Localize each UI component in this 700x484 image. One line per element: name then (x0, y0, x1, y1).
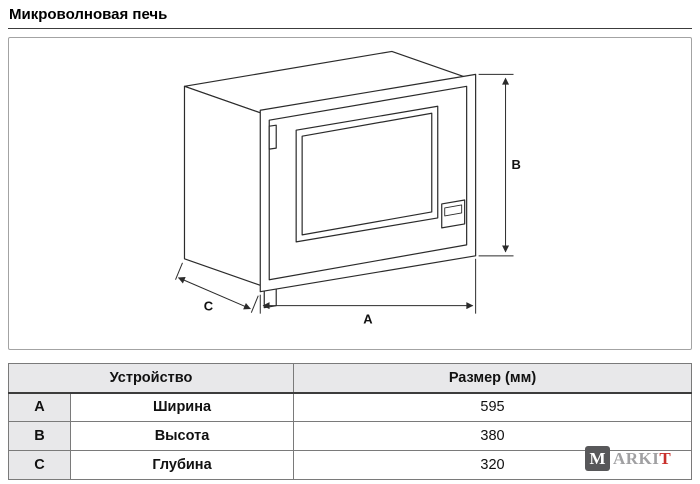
control-panel-display (444, 204, 463, 217)
dim-c-extension-front (250, 295, 259, 313)
row-name: Ширина (70, 392, 294, 422)
markit-logo-text-red: T (659, 448, 672, 468)
spec-table-header-row: Устройство Размер (мм) (8, 363, 692, 394)
front-frame-inner (268, 85, 468, 281)
door-window-inner (301, 112, 433, 236)
table-row: C Глубина 320 (8, 450, 692, 480)
title-divider (8, 28, 692, 29)
page-title: Микроволновая печь (9, 6, 168, 23)
row-value: 380 (293, 421, 692, 451)
markit-logo-text-gray: ARKI (613, 448, 660, 468)
row-value: 595 (293, 392, 692, 422)
microwave-drawing (183, 50, 477, 309)
dim-label-a: A (363, 312, 373, 327)
dim-label-b: B (512, 157, 521, 172)
diagram-panel: B A C (8, 37, 692, 350)
dim-c-line (177, 277, 251, 310)
door-window-outer (295, 105, 439, 243)
microwave-dimension-diagram: B A C (175, 50, 521, 327)
row-letter: C (8, 450, 71, 480)
dim-label-c: C (204, 299, 213, 314)
table-row: A Ширина 595 (8, 392, 692, 422)
dimension-lines (175, 73, 514, 314)
row-letter: B (8, 421, 71, 451)
cabinet-left-face (183, 85, 265, 288)
header-size: Размер (мм) (293, 363, 692, 394)
spec-table: Устройство Размер (мм) A Ширина 595 B Вы… (8, 363, 692, 480)
door-hinge (268, 124, 277, 150)
front-frame (259, 73, 477, 293)
row-name: Высота (70, 421, 294, 451)
header-device: Устройство (8, 363, 294, 394)
markit-logo-m-box: M (585, 446, 610, 471)
control-panel (441, 199, 466, 229)
row-letter: A (8, 392, 71, 422)
row-value: 320 (293, 450, 692, 480)
dim-c-extension-back (175, 262, 183, 280)
row-name: Глубина (70, 450, 294, 480)
